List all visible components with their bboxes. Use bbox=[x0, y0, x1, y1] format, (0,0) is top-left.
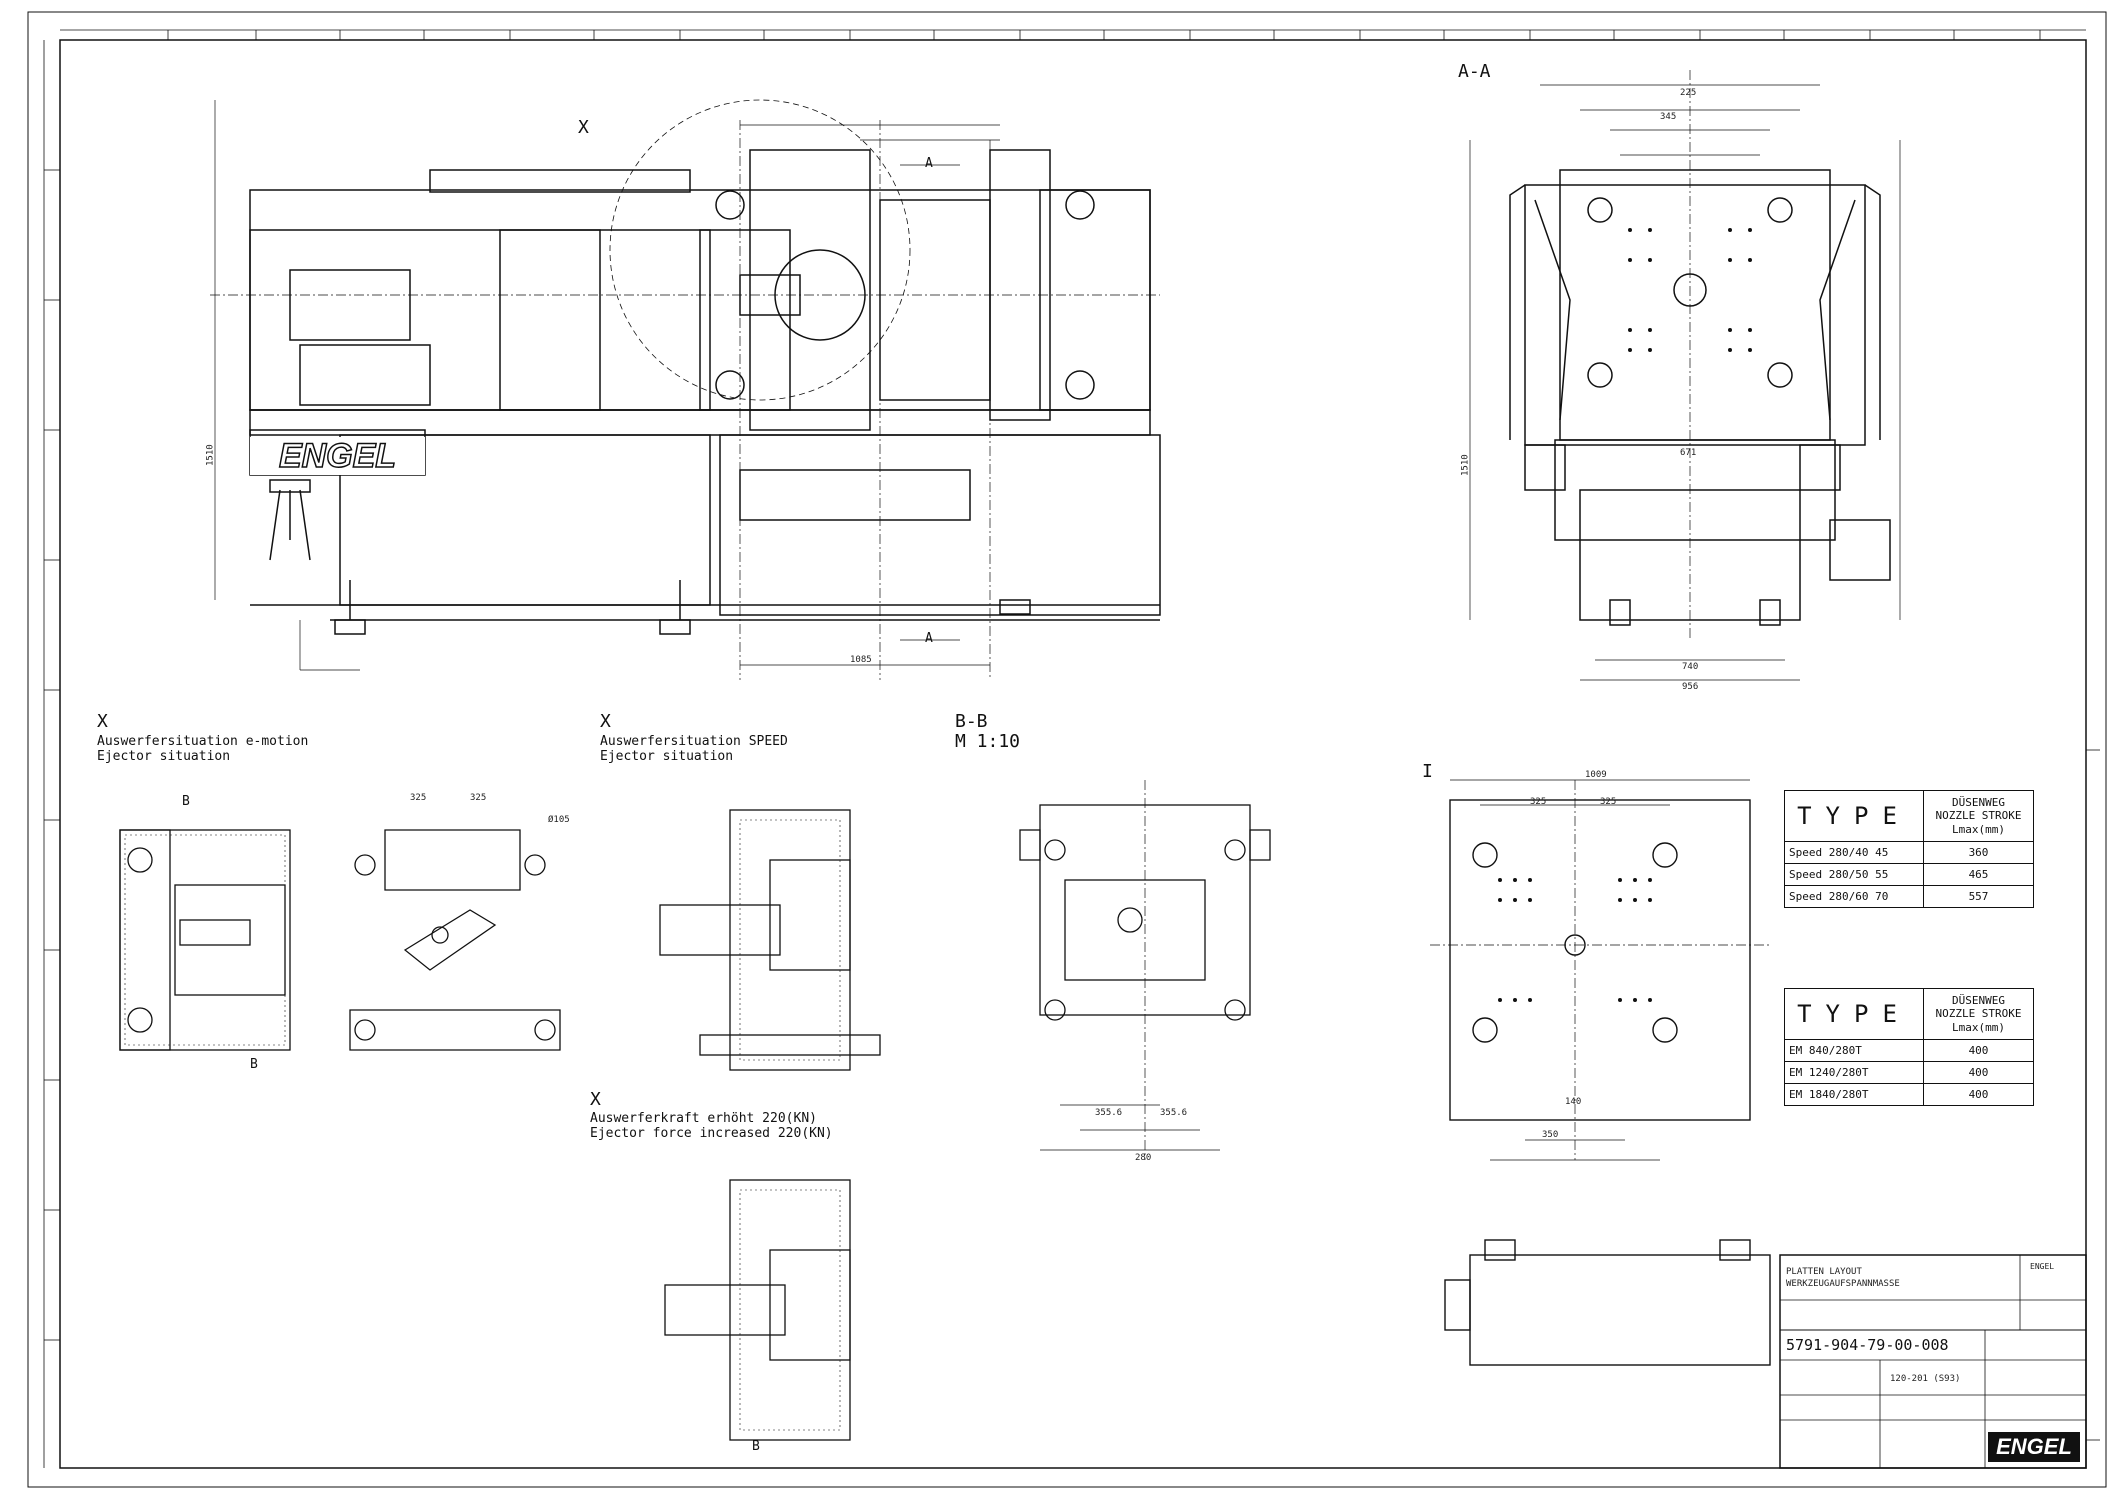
detail-x3-letter: X bbox=[590, 1089, 601, 1110]
section-label-aa: A-A bbox=[1458, 61, 1491, 82]
detail-x2-subtitle: Ejector situation bbox=[600, 749, 734, 764]
table-cell-stroke: 465 bbox=[1923, 863, 2034, 886]
dim-i-width: 1009 bbox=[1585, 770, 1607, 780]
dim-bb-3556b: 355.6 bbox=[1160, 1108, 1188, 1118]
dim-i-325a: 325 bbox=[1530, 797, 1547, 807]
nozzle-stroke-table-em: TYPE DÜSENWEG NOZZLE STROKE Lmax(mm) EM … bbox=[1784, 988, 2034, 1106]
detail-x1-subtitle: Ejector situation bbox=[97, 749, 231, 764]
table-speed-type-header: TYPE bbox=[1784, 790, 1924, 842]
table-cell-stroke: 400 bbox=[1923, 1061, 2034, 1084]
section-bb-scale: M 1:10 bbox=[955, 731, 1021, 752]
table-cell-stroke: 557 bbox=[1923, 885, 2034, 908]
dim-cam-325a: 325 bbox=[410, 793, 427, 803]
cut-mark-b-bottom: B bbox=[250, 1057, 258, 1072]
title-block-engel-logo: ENGEL bbox=[1988, 1432, 2080, 1462]
nozzle-stroke-table-speed: TYPE DÜSENWEG NOZZLE STROKE Lmax(mm) Spe… bbox=[1784, 790, 2034, 908]
table-cell-type: EM 1840/280T bbox=[1784, 1083, 1924, 1106]
dim-top-height: 1510 bbox=[205, 444, 216, 467]
table-em-type-header: TYPE bbox=[1784, 988, 1924, 1040]
stroke-header-de: DÜSENWEG bbox=[1952, 796, 2005, 810]
stroke-header-unit: Lmax(mm) bbox=[1952, 822, 2005, 836]
view-label-i: I bbox=[1422, 761, 1433, 782]
detail-x2-letter: X bbox=[600, 711, 611, 732]
dim-aa-height: 1510 bbox=[1460, 454, 1471, 477]
table-speed-stroke-header: DÜSENWEG NOZZLE STROKE Lmax(mm) bbox=[1923, 790, 2034, 842]
detail-x1-title: Auswerfersituation e-motion bbox=[97, 734, 309, 749]
dim-aa-plate: 671 bbox=[1680, 448, 1697, 458]
stroke-header-de: DÜSENWEG bbox=[1952, 994, 2005, 1008]
table-cell-type: Speed 280/50 55 bbox=[1784, 863, 1924, 886]
dim-aa-345: 345 bbox=[1660, 112, 1677, 122]
detail-x3-title: Auswerferkraft erhöht 220(KN) bbox=[590, 1111, 817, 1126]
dim-i-140: 140 bbox=[1565, 1097, 1582, 1107]
dim-bb-3556a: 355.6 bbox=[1095, 1108, 1123, 1118]
view-label-x-top: X bbox=[578, 117, 589, 138]
title-block-title1: PLATTEN LAYOUT bbox=[1786, 1267, 1862, 1277]
cut-mark-b-x3: B bbox=[752, 1439, 760, 1454]
table-cell-stroke: 400 bbox=[1923, 1083, 2034, 1106]
stroke-header-unit: Lmax(mm) bbox=[1952, 1020, 2005, 1034]
dim-i-325b: 325 bbox=[1600, 797, 1617, 807]
stroke-header-en: NOZZLE STROKE bbox=[1935, 1007, 2022, 1021]
cut-mark-a-bottom: A bbox=[925, 631, 933, 646]
drawing-number: 5791-904-79-00-008 bbox=[1786, 1336, 1949, 1354]
dim-aa-225: 225 bbox=[1680, 88, 1697, 98]
title-block-engel-small: ENGEL bbox=[2030, 1262, 2055, 1271]
dim-bb-280: 280 bbox=[1135, 1153, 1152, 1163]
cut-mark-a-top: A bbox=[925, 156, 933, 171]
detail-x3-subtitle: Ejector force increased 220(KN) bbox=[590, 1126, 833, 1141]
table-cell-type: Speed 280/60 70 bbox=[1784, 885, 1924, 908]
section-label-bb: B-B bbox=[955, 711, 988, 732]
machine-engel-logo: ENGEL bbox=[250, 436, 425, 476]
dim-aa-base: 956 bbox=[1682, 682, 1699, 692]
table-cell-type: EM 1240/280T bbox=[1784, 1061, 1924, 1084]
title-block-mid: 120-201 (S93) bbox=[1890, 1374, 1961, 1384]
dim-i-350: 350 bbox=[1542, 1130, 1559, 1140]
table-cell-stroke: 400 bbox=[1923, 1039, 2034, 1062]
title-block-title2: WERKZEUGAUFSPANNMASSE bbox=[1786, 1279, 1900, 1289]
dim-top-total: 1085 bbox=[850, 655, 872, 665]
detail-x1-letter: X bbox=[97, 711, 108, 732]
table-cell-type: EM 840/280T bbox=[1784, 1039, 1924, 1062]
dim-aa-width: 740 bbox=[1682, 662, 1699, 672]
stroke-header-en: NOZZLE STROKE bbox=[1935, 809, 2022, 823]
cut-mark-b-top: B bbox=[182, 794, 190, 809]
table-cell-stroke: 360 bbox=[1923, 841, 2034, 864]
dim-cam-325b: 325 bbox=[470, 793, 487, 803]
table-cell-type: Speed 280/40 45 bbox=[1784, 841, 1924, 864]
table-em-stroke-header: DÜSENWEG NOZZLE STROKE Lmax(mm) bbox=[1923, 988, 2034, 1040]
detail-x2-title: Auswerfersituation SPEED bbox=[600, 734, 788, 749]
dim-cam-dia: Ø105 bbox=[548, 815, 570, 825]
